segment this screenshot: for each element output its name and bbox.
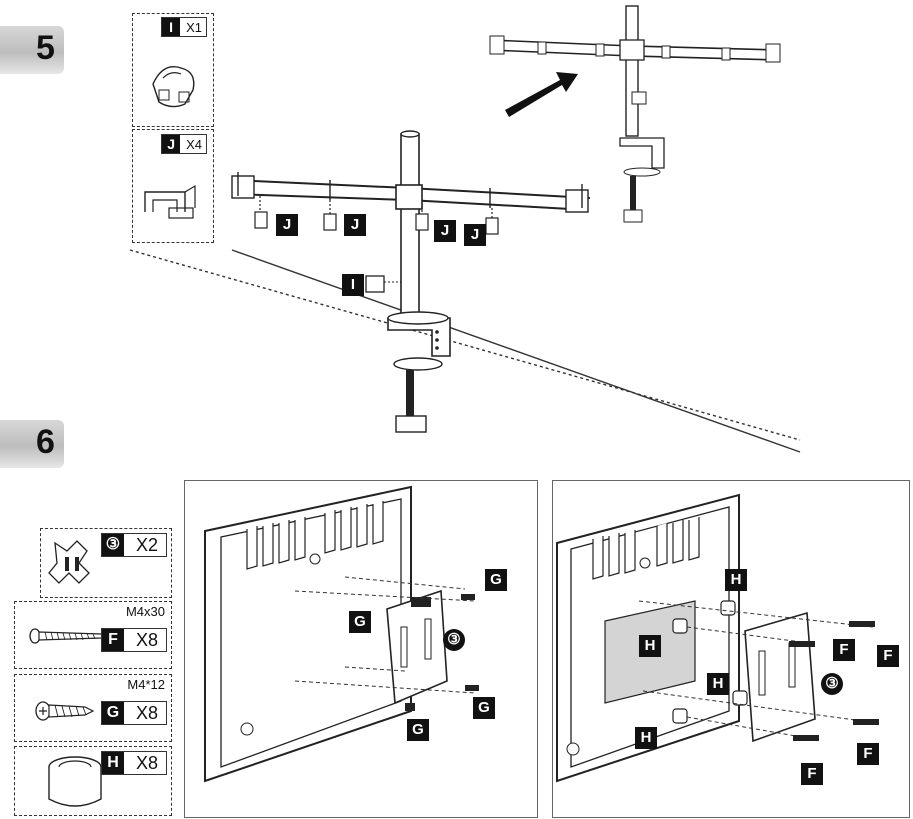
part-G-qty: X8: [135, 702, 158, 723]
callout-plate-right: ③: [821, 673, 843, 695]
callout-H-right-2: H: [639, 635, 661, 657]
callout-G-left-3: G: [473, 697, 495, 719]
cable-clip-I-illustration: [152, 66, 195, 108]
cable-clip-J-illustration: [144, 184, 196, 219]
vesa-plate-left: [386, 589, 448, 705]
part-box-vesa-plate: ③ X2: [40, 528, 172, 598]
kit-I-tag: I X1: [161, 17, 207, 37]
kit-I-letter: I: [162, 18, 181, 36]
part-H-tag: H X8: [100, 751, 167, 775]
callout-plate-left: ③: [443, 629, 465, 651]
direction-arrow: [505, 72, 578, 117]
arm-end-right: [565, 189, 589, 213]
part-H-letter: H: [101, 752, 124, 774]
step-5-marker: 5: [0, 26, 64, 74]
monitor-back-left-illustration: [204, 485, 479, 783]
part-F-spec: M4x30: [125, 604, 165, 619]
callout-F-right-3: F: [857, 743, 879, 765]
kit-J-letter: J: [162, 135, 181, 153]
vesa-plate-right: [744, 611, 816, 743]
part-F-letter: F: [101, 629, 124, 651]
desk-edge-front: [129, 249, 801, 441]
callout-I: I: [342, 274, 364, 296]
part-vesa-letter: ③: [101, 534, 124, 556]
callout-F-right-2: F: [877, 645, 899, 667]
step-6-number: 6: [36, 423, 55, 461]
callout-G-left-2: G: [349, 611, 371, 633]
arm-end-left: [231, 175, 255, 199]
callout-H-right-4: H: [635, 727, 657, 749]
monitor-back-right-illustration: [556, 493, 879, 783]
part-box-screw-G: M4*12 G X8: [14, 674, 172, 742]
clamp-knob: [395, 415, 427, 433]
part-vesa-qty: X2: [135, 534, 158, 555]
part-G-tag: G X8: [100, 701, 167, 725]
assembled-clamp: [619, 137, 665, 169]
part-H-qty: X8: [135, 752, 158, 773]
callout-F-right-1: F: [833, 639, 855, 661]
callout-G-left-1: G: [485, 569, 507, 591]
desk-clamp: [387, 317, 451, 357]
callout-H-right-1: H: [725, 569, 747, 591]
kit-box-J: J X4: [132, 129, 214, 243]
callout-J-3: J: [434, 220, 456, 242]
kit-J-tag: J X4: [161, 134, 207, 154]
part-box-spacer-H: H X8: [14, 746, 172, 816]
desk-edge-top: [231, 249, 801, 453]
part-box-screw-F: M4x30 F X8: [14, 601, 172, 669]
part-vesa-tag: ③ X2: [100, 533, 167, 557]
callout-J-4: J: [464, 224, 486, 246]
kit-J-qty: X4: [186, 136, 202, 152]
part-F-qty: X8: [135, 629, 158, 650]
screw-F-icon: [29, 628, 109, 644]
step-5-illustration: [129, 5, 801, 453]
screw-G-icon: [35, 701, 95, 721]
callout-G-left-4: G: [407, 719, 429, 741]
part-F-tag: F X8: [100, 628, 167, 652]
clamp-screw: [406, 370, 414, 418]
kit-I-qty: X1: [186, 19, 202, 35]
part-G-spec: M4*12: [127, 677, 165, 692]
part-G-letter: G: [101, 702, 124, 724]
kit-box-I: I X1: [132, 13, 214, 127]
vesa-plate-icon: [48, 540, 90, 584]
step-5-number: 5: [36, 29, 55, 67]
assembled-pole: [625, 5, 639, 137]
panel-attach-with-spacers: H H H H F F F F ③: [552, 480, 910, 818]
panel-attach-without-spacers: G G G G ③: [184, 480, 538, 818]
step-6-marker: 6: [0, 420, 64, 468]
callout-J-1: J: [276, 214, 298, 236]
callout-J-2: J: [344, 214, 366, 236]
callout-H-right-3: H: [707, 673, 729, 695]
callout-F-right-4: F: [801, 763, 823, 785]
